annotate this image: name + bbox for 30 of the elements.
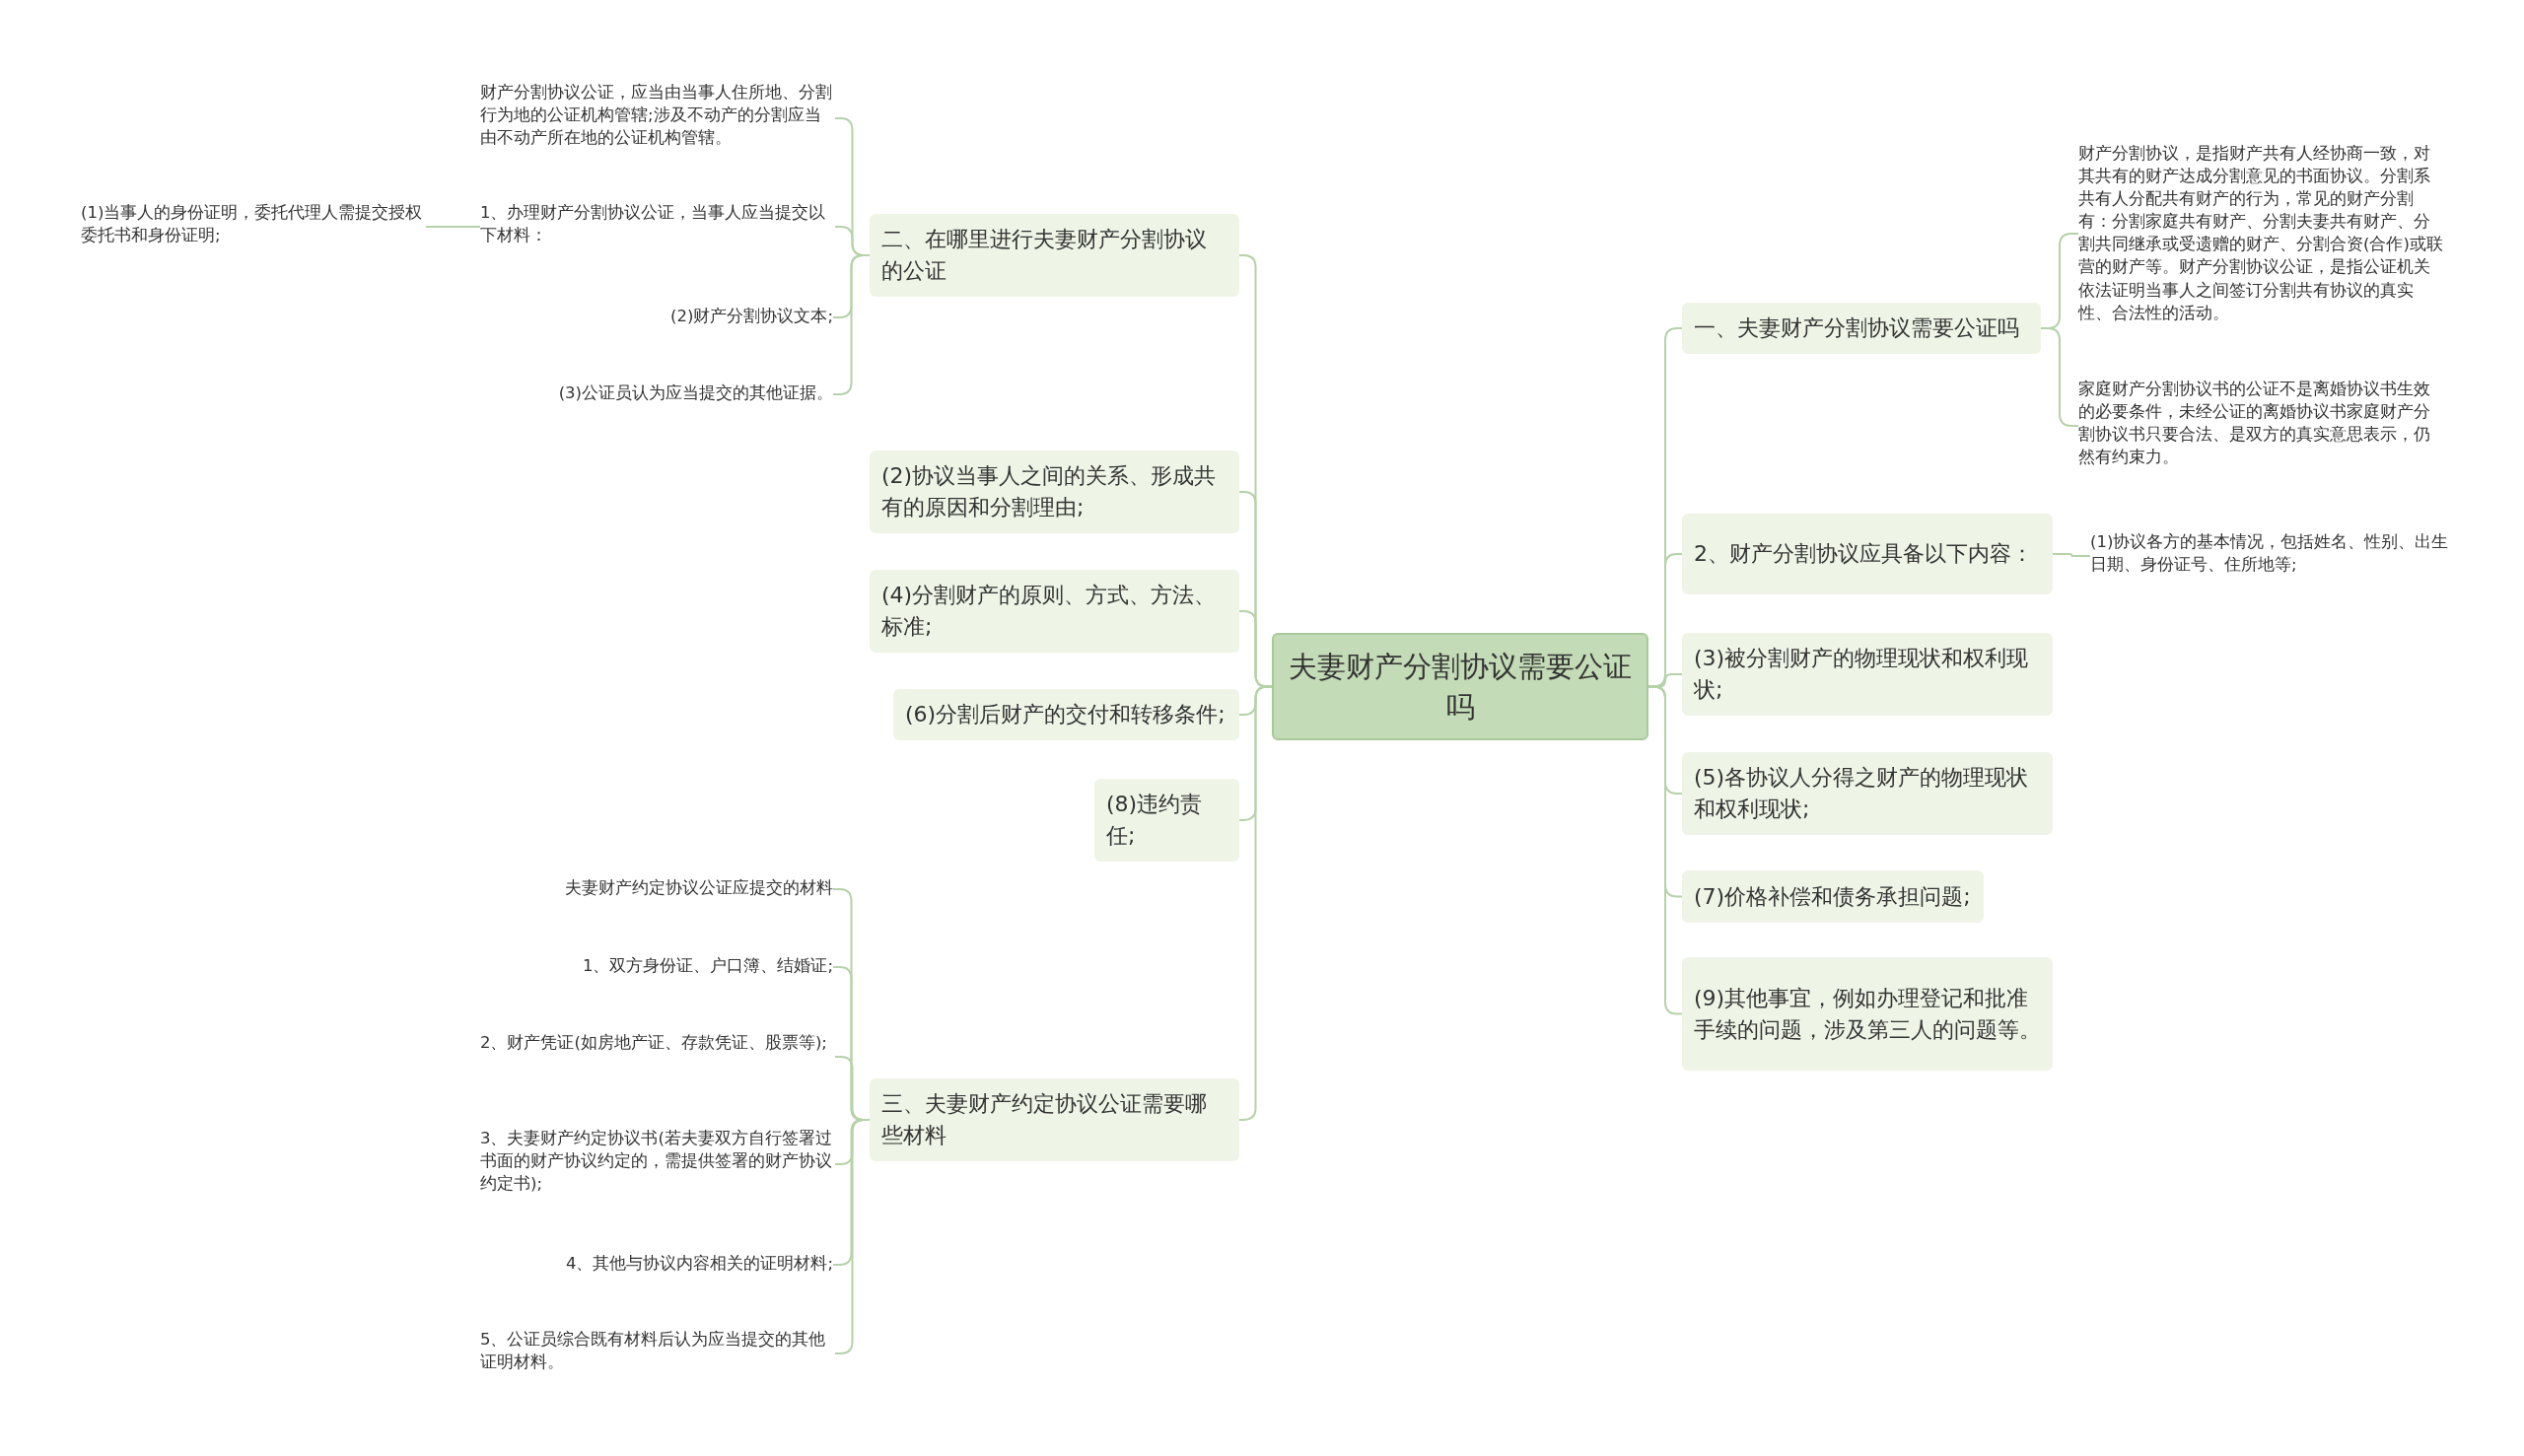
topic-box: 2、财产分割协议应具备以下内容： xyxy=(1682,514,2053,594)
subtopic-text: 4、其他与协议内容相关的证明材料; xyxy=(454,1252,833,1278)
connector-line xyxy=(1648,685,1683,1015)
subtopic-text: 夫妻财产约定协议公证应提交的材料 xyxy=(473,876,833,902)
subtopic-text: 3、夫妻财产约定协议书(若夫妻双方自行签署过书面的财产协议约定的，需提供签署的财产协议约定书); xyxy=(480,1127,835,1202)
topic-box: (2)协议当事人之间的关系、形成共有的原因和分割理由; xyxy=(870,451,1239,533)
subtopic-text: 1、双方身份证、户口簿、结婚证; xyxy=(473,954,833,980)
topic-box: (9)其他事宜，例如办理登记和批准手续的问题，涉及第三人的问题等。 xyxy=(1682,957,2053,1071)
subtopic-text: 2、财产凭证(如房地产证、存款凭证、股票等); xyxy=(480,1031,835,1082)
topic-box: (8)违约责任; xyxy=(1094,779,1239,862)
subtopic-text: (3)公证员认为应当提交的其他证据。 xyxy=(473,381,833,407)
subtopic-text: (1)协议各方的基本情况，包括姓名、性别、出生日期、身份证号、住所地等; xyxy=(2090,530,2450,582)
central-topic-box: 夫妻财产分割协议需要公证吗 xyxy=(1272,633,1648,740)
subtopic-text: 家庭财产分割协议书的公证不是离婚协议书生效的必要条件，未经公证的离婚协议书家庭财产分割协议书只要合法、是双方的真实意思表示，仍然有约束力。 xyxy=(2078,378,2443,474)
subtopic-text: (1)当事人的身份证明，委托代理人需提交授权委托书和身份证明; xyxy=(81,201,426,252)
topic-box: (3)被分割财产的物理现状和权利现状; xyxy=(1682,633,2053,716)
topic-box: (4)分割财产的原则、方式、方法、标准; xyxy=(870,570,1239,653)
topic-box: (7)价格补偿和债务承担问题; xyxy=(1682,870,1984,923)
subtopic-text: (2)财产分割协议文本; xyxy=(592,305,833,330)
subtopic-text: 财产分割协议公证，应当由当事人住所地、分割行为地的公证机构管辖;涉及不动产的分割应当由不动产所在地的公证机构管辖。 xyxy=(480,81,835,156)
topic-box: 一、夫妻财产分割协议需要公证吗 xyxy=(1682,303,2041,354)
connector-line xyxy=(425,226,481,228)
subtopic-text: 1、办理财产分割协议公证，当事人应当提交以下材料： xyxy=(480,201,835,252)
topic-box: (6)分割后财产的交付和转移条件; xyxy=(893,689,1239,740)
topic-box: 三、夫妻财产约定协议公证需要哪些材料 xyxy=(870,1078,1239,1161)
topic-box: 二、在哪里进行夫妻财产分割协议的公证 xyxy=(870,214,1239,297)
topic-box: (5)各协议人分得之财产的物理现状和权利现状; xyxy=(1682,752,2053,835)
subtopic-text: 财产分割协议，是指财产共有人经协商一致，对其共有的财产达成分割意见的书面协议。分割系共有人分配共有财产的行为，常见的财产分割有：分割家庭共有财产、分割夫妻共有财产、分割共同继承或受遗赠的财产、分割合资(合作)或联营的财产等。财产分割协议公证，是指公证机关依法证明当事人之间签订分割共有协议的真实性、合法性的活动。 xyxy=(2078,142,2443,325)
connector-line xyxy=(2052,553,2091,557)
subtopic-text: 5、公证员综合既有材料后认为应当提交的其他证明材料。 xyxy=(480,1328,835,1379)
